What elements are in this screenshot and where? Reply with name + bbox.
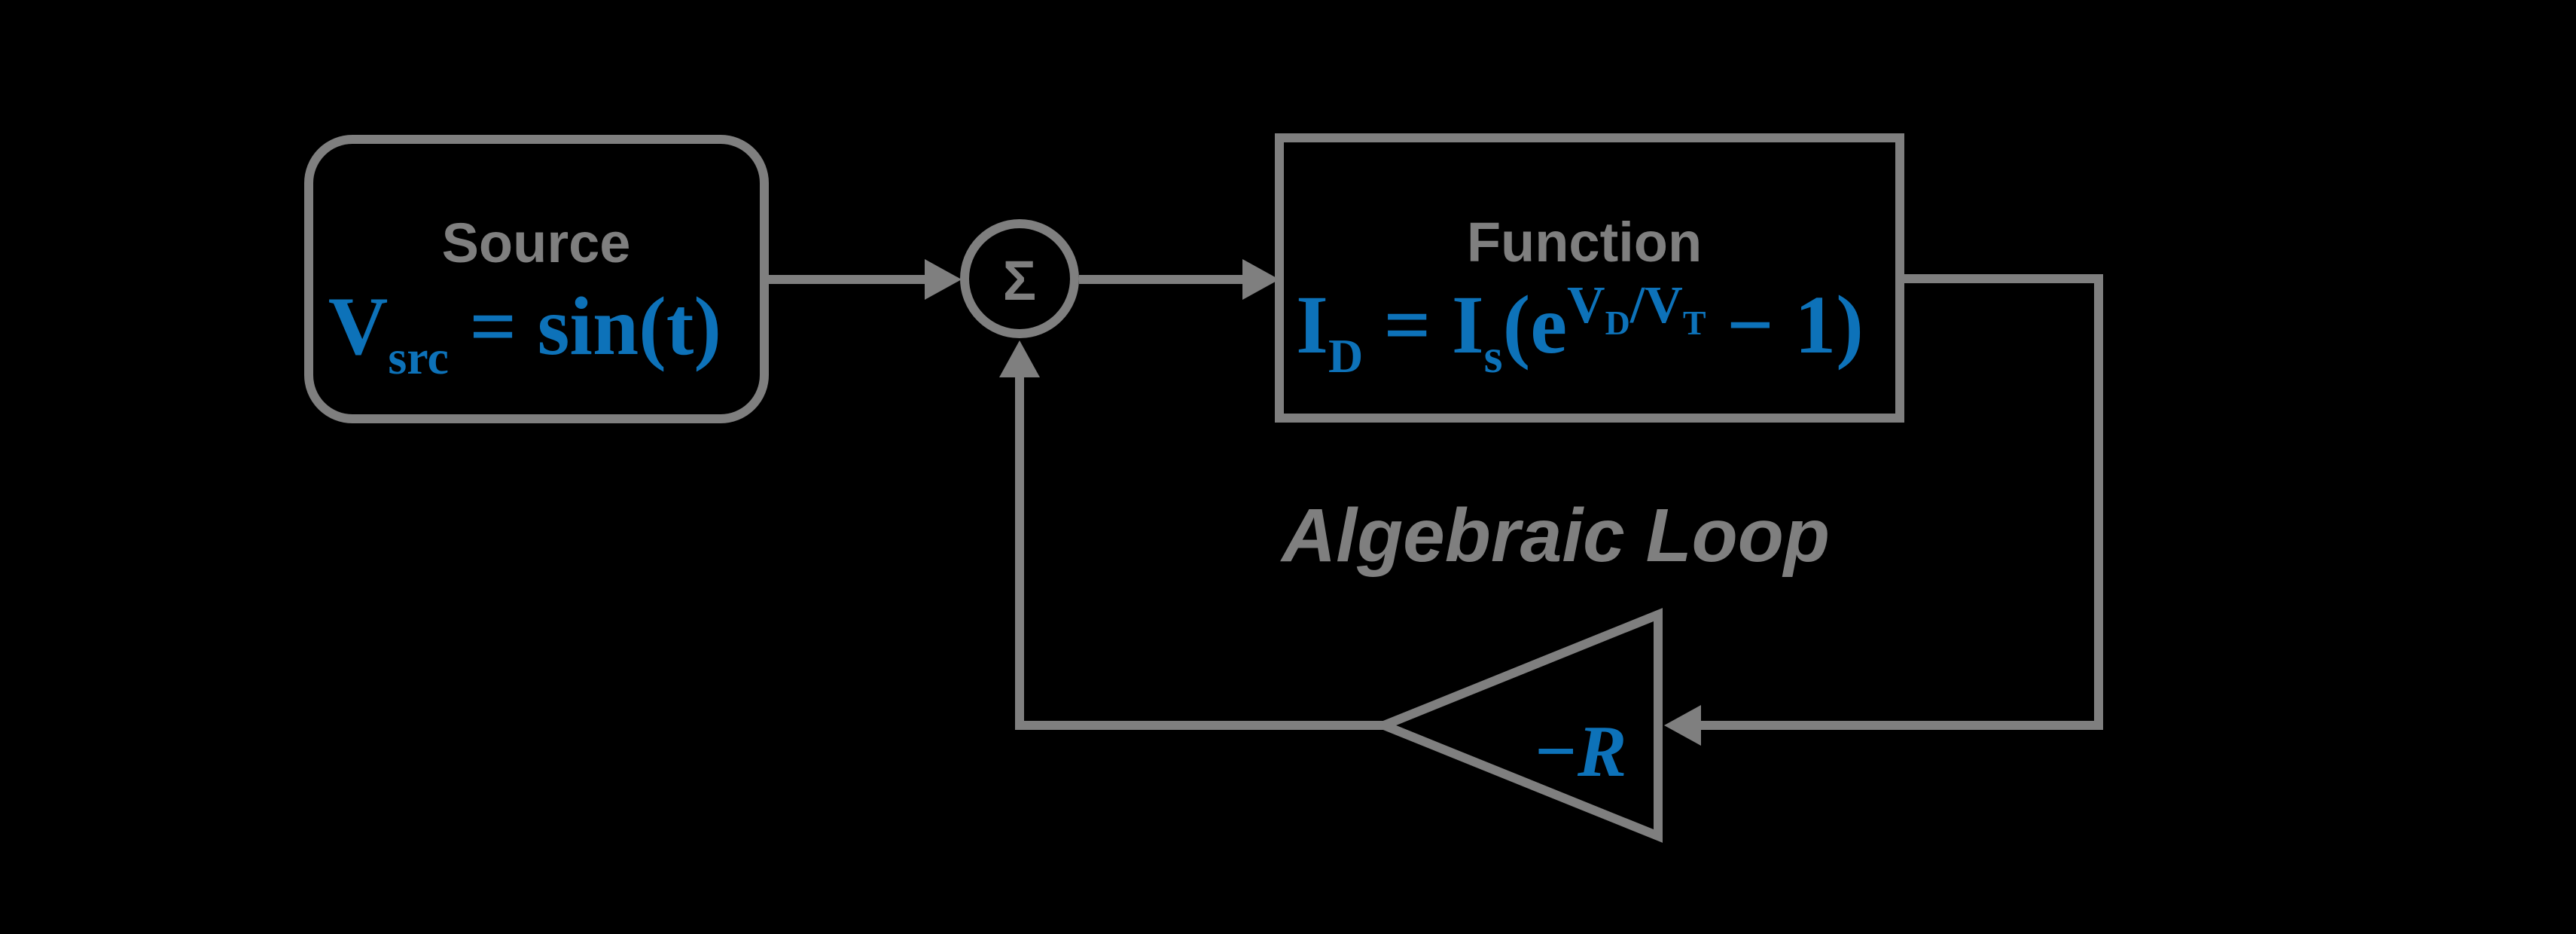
function-formula-p6: V — [1567, 276, 1605, 334]
arrowhead-into-function — [1242, 259, 1279, 300]
loop-label: Algebraic Loop — [1279, 493, 1830, 578]
function-formula-p1: I — [1296, 279, 1328, 371]
function-formula: ID = Is(eVD/VT − 1) — [1296, 276, 1864, 383]
connector-function-to-gain — [1700, 274, 2103, 730]
function-formula-p10: − 1) — [1706, 279, 1864, 371]
source-block — [304, 135, 769, 423]
function-formula-p5: (e — [1503, 279, 1567, 371]
gain-triangle — [1371, 608, 1663, 843]
source-label: Source — [442, 212, 631, 274]
connector-gain-to-sum — [1015, 377, 1384, 730]
function-formula-p2: D — [1328, 329, 1363, 383]
gain-label: −R — [1533, 711, 1627, 792]
sum-junction-circle — [960, 219, 1079, 338]
arrowhead-into-sum-left — [925, 259, 962, 300]
function-formula-p4: s — [1484, 329, 1503, 383]
sigma-symbol: Σ — [1003, 249, 1036, 312]
function-formula-p9: T — [1683, 304, 1706, 342]
function-formula-p7: D — [1605, 304, 1630, 342]
arrowhead-into-gain — [1664, 705, 1701, 746]
source-formula-rhs: = sin(t) — [449, 280, 721, 372]
function-formula-p3: = I — [1363, 279, 1484, 371]
function-formula-p8: /V — [1629, 276, 1683, 334]
source-formula: Vsrc = sin(t) — [328, 280, 721, 384]
source-formula-sub: src — [388, 331, 449, 384]
source-formula-base: V — [328, 280, 388, 372]
function-label: Function — [1467, 211, 1702, 273]
arrowhead-into-sum-bottom — [999, 340, 1040, 377]
